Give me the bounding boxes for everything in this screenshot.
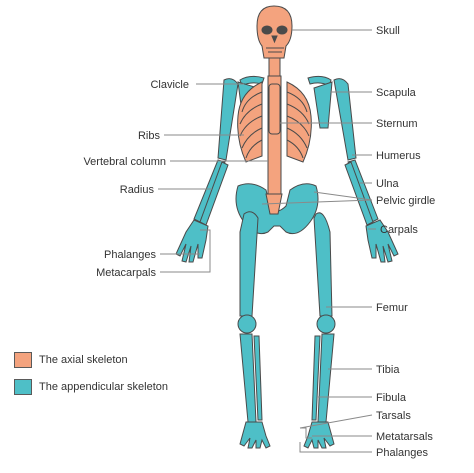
label-scapula: Scapula bbox=[376, 87, 417, 99]
label-fibula: Fibula bbox=[376, 392, 407, 404]
label-metatarsals: Metatarsals bbox=[376, 431, 433, 443]
left-femur bbox=[239, 211, 259, 317]
axial-swatch bbox=[14, 352, 32, 368]
skull bbox=[256, 5, 293, 59]
bracket-foot bbox=[299, 414, 373, 453]
label-clavicle: Clavicle bbox=[150, 79, 189, 91]
left-fibula bbox=[253, 335, 263, 421]
label-radius: Radius bbox=[120, 184, 155, 196]
rib-cage bbox=[237, 81, 312, 163]
nasal-cavity bbox=[271, 35, 278, 44]
left-humerus bbox=[217, 78, 239, 161]
sternum bbox=[268, 83, 281, 135]
legend: The axial skeleton The appendicular skel… bbox=[14, 351, 168, 405]
label-ulna: Ulna bbox=[376, 178, 400, 190]
right-foot bbox=[303, 421, 335, 449]
leader-lines bbox=[158, 29, 376, 453]
label-carpals: Carpals bbox=[380, 224, 418, 236]
legend-axial-label: The axial skeleton bbox=[39, 354, 128, 366]
jaw-teeth bbox=[266, 47, 284, 53]
label-ribs: Ribs bbox=[138, 130, 161, 142]
left-hand bbox=[175, 219, 209, 263]
label-vertebral-column: Vertebral column bbox=[83, 156, 166, 168]
appendicular-swatch bbox=[14, 379, 32, 395]
label-humerus: Humerus bbox=[376, 150, 421, 162]
leader-pelvic bbox=[261, 191, 373, 205]
left-patella bbox=[237, 314, 257, 334]
left-tibia bbox=[239, 333, 257, 423]
axial-skeleton bbox=[237, 5, 312, 215]
right-hand bbox=[365, 219, 399, 263]
right-fibula bbox=[311, 335, 321, 421]
label-pelvic-girdle: Pelvic girdle bbox=[376, 195, 435, 207]
legend-item-axial: The axial skeleton bbox=[14, 351, 168, 369]
label-metacarpals: Metacarpals bbox=[96, 267, 156, 279]
label-skull: Skull bbox=[376, 25, 400, 37]
right-eye-socket bbox=[276, 25, 288, 35]
right-scapula bbox=[313, 81, 333, 129]
right-tibia bbox=[317, 333, 335, 423]
label-tibia: Tibia bbox=[376, 364, 400, 376]
cervical-vertebrae bbox=[268, 57, 281, 77]
legend-appendicular-label: The appendicular skeleton bbox=[39, 381, 169, 393]
labels: Skull Clavicle Scapula Ribs Sternum Vert… bbox=[83, 25, 435, 459]
left-foot bbox=[239, 421, 271, 449]
right-patella bbox=[316, 314, 336, 334]
legend-item-appendicular: The appendicular skeleton bbox=[14, 378, 168, 396]
right-humerus bbox=[333, 78, 357, 161]
label-tarsals: Tarsals bbox=[376, 410, 411, 422]
label-femur: Femur bbox=[376, 302, 408, 314]
left-eye-socket bbox=[261, 25, 273, 35]
label-phalanges-foot: Phalanges bbox=[376, 447, 428, 459]
right-femur bbox=[313, 212, 333, 317]
label-sternum: Sternum bbox=[376, 118, 418, 130]
right-ulna bbox=[344, 161, 374, 226]
rib-lines bbox=[239, 91, 310, 159]
label-phalanges-hand: Phalanges bbox=[104, 249, 156, 261]
bracket-hand bbox=[160, 229, 211, 273]
